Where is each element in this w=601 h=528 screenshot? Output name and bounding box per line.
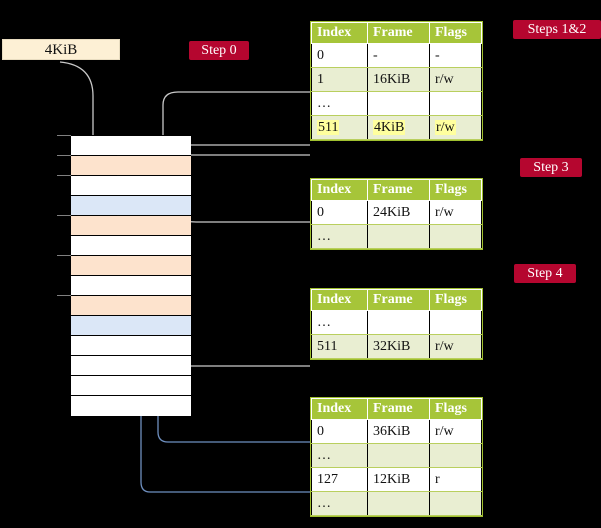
cell-index: 0 (311, 419, 368, 444)
physical-memory-column (70, 135, 191, 416)
cell-frame (367, 91, 430, 116)
cell-flags (429, 491, 482, 516)
column-header-index: Index (311, 22, 368, 44)
table-row: … (311, 310, 482, 335)
cell-flags-text: r/w (435, 119, 456, 135)
cell-flags (429, 310, 482, 335)
table-header-row: Index Frame Flags (311, 289, 482, 311)
badge-step-0: Step 0 (189, 41, 249, 60)
memory-frame-row (71, 276, 191, 296)
memory-tick (57, 255, 71, 256)
cell-flags: r/w (429, 67, 482, 92)
table-header-row: Index Frame Flags (311, 22, 482, 44)
cell-index: 0 (311, 43, 368, 68)
table-row: … (311, 443, 482, 468)
memory-tick (57, 295, 71, 296)
memory-tick (57, 135, 71, 136)
cell-flags: r/w (429, 115, 482, 140)
memory-tick (57, 155, 71, 156)
table-row: 127 12KiB r (311, 467, 482, 492)
column-header-flags: Flags (429, 179, 482, 201)
cell-frame: 16KiB (367, 67, 430, 92)
table-row: 0 24KiB r/w (311, 200, 482, 225)
column-header-index: Index (311, 179, 368, 201)
cell-index-text: 511 (317, 119, 340, 135)
cell-index: … (311, 443, 368, 468)
table-row: … (311, 91, 482, 116)
column-header-flags: Flags (429, 398, 482, 420)
cell-flags: r/w (429, 419, 482, 444)
cell-frame (367, 443, 430, 468)
table-row: 511 32KiB r/w (311, 334, 482, 359)
page-table-level-3: Index Frame Flags 0 24KiB r/w … (310, 178, 483, 250)
cell-frame: 12KiB (367, 467, 430, 492)
cell-frame (367, 310, 430, 335)
cell-frame: - (367, 43, 430, 68)
column-header-frame: Frame (367, 398, 430, 420)
cell-frame: 4KiB (367, 115, 430, 140)
memory-frame-row (71, 356, 191, 376)
cell-index: 511 (311, 115, 368, 140)
column-header-flags: Flags (429, 22, 482, 44)
badge-steps-1-2: Steps 1&2 (513, 20, 601, 39)
column-header-frame: Frame (367, 289, 430, 311)
memory-frame-row (71, 156, 191, 176)
cell-index: 511 (311, 334, 368, 359)
cell-index: 0 (311, 200, 368, 225)
size-label-4kib: 4KiB (2, 39, 120, 60)
page-table-level-4: Index Frame Flags 0 - - 1 16KiB r/w … 51… (310, 21, 483, 141)
memory-frame-row (71, 236, 191, 256)
column-header-frame: Frame (367, 22, 430, 44)
cell-flags: r/w (429, 200, 482, 225)
column-header-frame: Frame (367, 179, 430, 201)
table-row-highlighted: 511 4KiB r/w (311, 115, 482, 140)
cell-index: 127 (311, 467, 368, 492)
cell-flags: r/w (429, 334, 482, 359)
cell-frame: 24KiB (367, 200, 430, 225)
column-header-index: Index (311, 289, 368, 311)
cell-frame: 32KiB (367, 334, 430, 359)
page-table-level-1: Index Frame Flags 0 36KiB r/w … 127 12Ki… (310, 397, 483, 517)
cell-flags (429, 224, 482, 249)
cell-frame: 36KiB (367, 419, 430, 444)
memory-frame-row (71, 336, 191, 356)
memory-frame-row (71, 316, 191, 336)
cell-flags: r (429, 467, 482, 492)
memory-frame-row (71, 396, 191, 416)
table-header-row: Index Frame Flags (311, 398, 482, 420)
cell-flags: - (429, 43, 482, 68)
table-row: 0 - - (311, 43, 482, 68)
table-row: 0 36KiB r/w (311, 419, 482, 444)
memory-tick (57, 175, 71, 176)
table-row: … (311, 491, 482, 516)
cell-flags (429, 443, 482, 468)
cell-flags (429, 91, 482, 116)
table-row: … (311, 224, 482, 249)
badge-step-4: Step 4 (514, 264, 576, 283)
cell-index: … (311, 224, 368, 249)
table-row: 1 16KiB r/w (311, 67, 482, 92)
column-header-flags: Flags (429, 289, 482, 311)
memory-tick (57, 215, 71, 216)
memory-frame-row (71, 376, 191, 396)
memory-frame-row (71, 136, 191, 156)
memory-frame-row (71, 176, 191, 196)
memory-frame-row (71, 296, 191, 316)
cell-frame (367, 224, 430, 249)
cell-index: … (311, 91, 368, 116)
cell-index: … (311, 310, 368, 335)
column-header-index: Index (311, 398, 368, 420)
cell-index: … (311, 491, 368, 516)
memory-frame-row (71, 216, 191, 236)
cell-index: 1 (311, 67, 368, 92)
memory-frame-row (71, 196, 191, 216)
table-header-row: Index Frame Flags (311, 179, 482, 201)
page-table-level-2: Index Frame Flags … 511 32KiB r/w (310, 288, 483, 360)
cell-frame-text: 4KiB (373, 119, 406, 135)
memory-frame-row (71, 256, 191, 276)
badge-step-3: Step 3 (520, 158, 582, 177)
cell-frame (367, 491, 430, 516)
